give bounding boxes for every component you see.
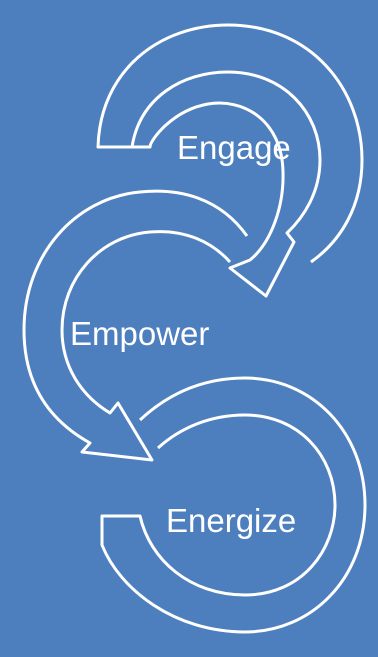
step-label-empower: Empower: [70, 315, 210, 352]
energize-arrow: [100, 376, 367, 634]
engage-arrow-outer: [96, 23, 364, 264]
engage-arrow: [96, 70, 322, 298]
step-label-energize: Energize: [166, 502, 297, 539]
empower-arrow: [22, 189, 249, 462]
step-label-engage: Engage: [177, 129, 291, 166]
